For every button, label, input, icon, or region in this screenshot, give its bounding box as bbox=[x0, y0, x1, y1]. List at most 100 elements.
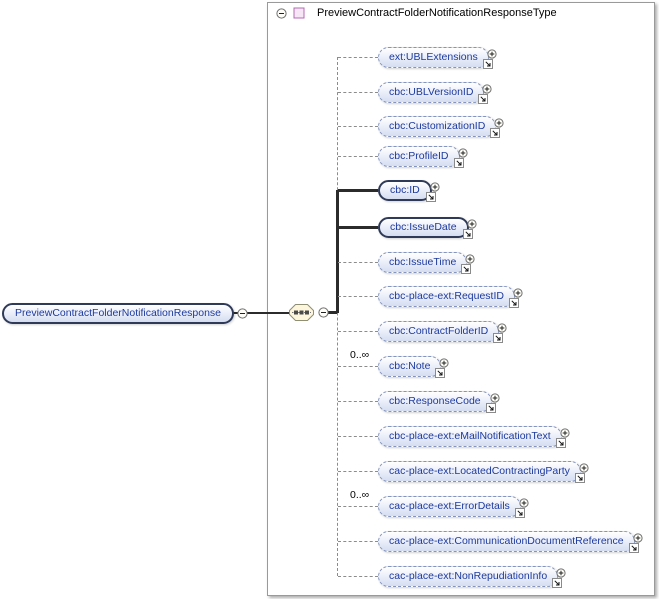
expand-icon[interactable] bbox=[556, 568, 566, 578]
element-box-group: cbc:ResponseCode bbox=[378, 391, 492, 412]
element-box[interactable]: cbc-place-ext:eMailNotificationText bbox=[378, 426, 562, 447]
reference-icon bbox=[493, 333, 503, 343]
element-box[interactable]: cac-place-ext:LocatedContractingParty bbox=[378, 461, 581, 482]
element-box-group: cbc:IssueTime bbox=[378, 252, 467, 273]
element-row: cac-place-ext:LocatedContractingParty bbox=[338, 460, 581, 482]
root-element-box[interactable]: PreviewContractFolderNotificationRespons… bbox=[2, 303, 234, 324]
connector-line bbox=[338, 226, 378, 229]
element-label: cbc:ContractFolderID bbox=[389, 325, 488, 337]
element-label: cbc:ResponseCode bbox=[389, 395, 481, 407]
expand-icon[interactable] bbox=[465, 254, 475, 264]
element-box-group: cbc:ID bbox=[378, 180, 432, 201]
element-box-group: cbc:Note bbox=[378, 356, 441, 377]
element-row: cbc:IssueTime bbox=[338, 251, 467, 273]
connector-line bbox=[338, 401, 378, 402]
expand-icon[interactable] bbox=[487, 49, 497, 59]
reference-icon bbox=[454, 158, 464, 168]
connector-line bbox=[338, 541, 378, 542]
expand-icon[interactable] bbox=[513, 288, 523, 298]
element-label: cbc-place-ext:eMailNotificationText bbox=[389, 430, 551, 442]
expand-icon[interactable] bbox=[439, 358, 449, 368]
element-label: cbc:UBLVersionID bbox=[389, 86, 473, 98]
reference-icon bbox=[552, 578, 562, 588]
root-element-label: PreviewContractFolderNotificationRespons… bbox=[15, 307, 221, 319]
reference-icon bbox=[463, 229, 473, 239]
element-box[interactable]: cbc:IssueDate bbox=[378, 217, 469, 238]
element-box-group: cbc:IssueDate bbox=[378, 217, 469, 238]
element-row: cbc:UBLVersionID bbox=[338, 81, 484, 103]
expand-icon[interactable] bbox=[490, 393, 500, 403]
collapse-icon[interactable] bbox=[237, 308, 248, 319]
element-box[interactable]: cbc:IssueTime bbox=[378, 252, 467, 273]
expand-icon[interactable] bbox=[430, 182, 440, 192]
element-label: cac-place-ext:ErrorDetails bbox=[389, 500, 510, 512]
element-box-group: cbc:CustomizationID bbox=[378, 116, 496, 137]
expand-icon[interactable] bbox=[579, 463, 589, 473]
element-row: cbc-place-ext:eMailNotificationText bbox=[338, 425, 562, 447]
element-row: 0..∞cbc:Note bbox=[338, 355, 441, 377]
sequence-icon[interactable] bbox=[288, 303, 315, 322]
element-label: cbc-place-ext:RequestID bbox=[389, 290, 504, 302]
element-box[interactable]: cbc:ProfileID bbox=[378, 146, 460, 167]
reference-icon bbox=[490, 128, 500, 138]
connector-line bbox=[338, 436, 378, 437]
connector-line bbox=[338, 506, 378, 507]
connector-line bbox=[338, 366, 378, 367]
element-label: cbc:ProfileID bbox=[389, 150, 449, 162]
reference-icon bbox=[483, 59, 493, 69]
element-row: cbc-place-ext:RequestID bbox=[338, 285, 515, 307]
element-box[interactable]: cac-place-ext:NonRepudiationInfo bbox=[378, 566, 558, 587]
expand-icon[interactable] bbox=[497, 323, 507, 333]
element-box-group: cbc-place-ext:eMailNotificationText bbox=[378, 426, 562, 447]
expand-icon[interactable] bbox=[633, 533, 643, 543]
element-label: cac-place-ext:NonRepudiationInfo bbox=[389, 570, 547, 582]
element-box[interactable]: cbc:UBLVersionID bbox=[378, 82, 484, 103]
reference-icon bbox=[486, 403, 496, 413]
collapse-icon[interactable] bbox=[318, 307, 329, 318]
element-label: cbc:Note bbox=[389, 360, 430, 372]
element-box[interactable]: cac-place-ext:CommunicationDocumentRefer… bbox=[378, 531, 635, 552]
element-box[interactable]: cbc:ResponseCode bbox=[378, 391, 492, 412]
connector-line bbox=[338, 296, 378, 297]
reference-icon bbox=[426, 192, 436, 202]
reference-icon bbox=[556, 438, 566, 448]
collapse-icon[interactable] bbox=[276, 8, 287, 19]
expand-icon[interactable] bbox=[458, 148, 468, 158]
cardinality-label: 0..∞ bbox=[349, 489, 370, 501]
element-box-group: cac-place-ext:CommunicationDocumentRefer… bbox=[378, 531, 635, 552]
element-box[interactable]: cbc:Note bbox=[378, 356, 441, 377]
expand-icon[interactable] bbox=[482, 84, 492, 94]
root-element: PreviewContractFolderNotificationRespons… bbox=[2, 302, 248, 324]
element-box-group: ext:UBLExtensions bbox=[378, 47, 489, 68]
element-box[interactable]: cbc:ContractFolderID bbox=[378, 321, 499, 342]
element-box[interactable]: cbc-place-ext:RequestID bbox=[378, 286, 515, 307]
element-box-group: cbc:ProfileID bbox=[378, 146, 460, 167]
element-row: cac-place-ext:CommunicationDocumentRefer… bbox=[338, 530, 635, 552]
connector-line bbox=[338, 471, 378, 472]
element-box-group: cac-place-ext:NonRepudiationInfo bbox=[378, 566, 558, 587]
element-box[interactable]: cbc:CustomizationID bbox=[378, 116, 496, 137]
expand-icon[interactable] bbox=[560, 428, 570, 438]
element-box[interactable]: cac-place-ext:ErrorDetails bbox=[378, 496, 521, 517]
element-box[interactable]: ext:UBLExtensions bbox=[378, 47, 489, 68]
type-header: PreviewContractFolderNotificationRespons… bbox=[273, 7, 557, 19]
connector-line bbox=[338, 331, 378, 332]
connector-line bbox=[338, 576, 378, 577]
cardinality-label: 0..∞ bbox=[349, 349, 370, 361]
element-label: cbc:CustomizationID bbox=[389, 120, 485, 132]
reference-icon bbox=[629, 543, 639, 553]
element-row: cbc:ID bbox=[338, 179, 432, 201]
element-row: cbc:ProfileID bbox=[338, 145, 460, 167]
element-label: cbc:IssueDate bbox=[390, 221, 457, 233]
connector-line bbox=[338, 57, 378, 58]
element-label: ext:UBLExtensions bbox=[389, 51, 478, 63]
reference-icon bbox=[478, 94, 488, 104]
expand-icon[interactable] bbox=[494, 118, 504, 128]
element-row: cbc:ResponseCode bbox=[338, 390, 492, 412]
connector-line bbox=[338, 126, 378, 127]
expand-icon[interactable] bbox=[467, 219, 477, 229]
element-box[interactable]: cbc:ID bbox=[378, 180, 432, 201]
sequence-compositor bbox=[288, 303, 329, 322]
expand-icon[interactable] bbox=[519, 498, 529, 508]
